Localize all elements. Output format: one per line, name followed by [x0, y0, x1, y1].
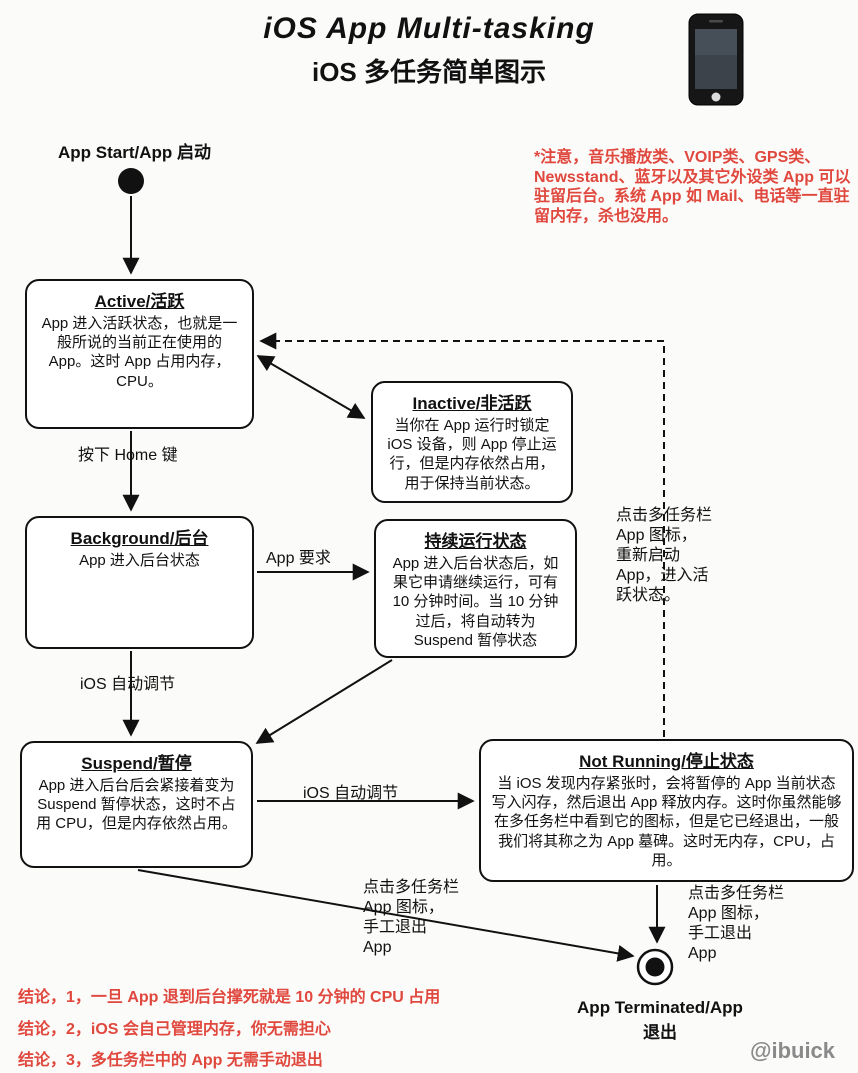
edge-active-inactive: [256, 355, 366, 419]
state-box-suspend: Suspend/暂停 App 进入后台后会紧接着变为 Suspend 暂停状态，…: [20, 741, 253, 868]
edge-notrunning-to-active-dashed: [259, 332, 665, 737]
state-body-suspend: App 进入后台后会紧接着变为 Suspend 暂停状态，这时不占用 CPU，但…: [36, 777, 237, 833]
edge-suspend-to-terminated: [137, 869, 635, 962]
conclusion-2: 结论，2，iOS 会自己管理内存，你无需担心: [18, 1021, 331, 1038]
state-box-not-running: Not Running/停止状态 当 iOS 发现内存紧张时，会将暂停的 App…: [479, 739, 854, 882]
iphone-icon: [688, 13, 744, 106]
state-body-not-running: 当 iOS 发现内存紧张时，会将暂停的 App 当前状态写入闪存，然后退出 Ap…: [491, 775, 842, 869]
edge-label-manual-quit-1: 点击多任务栏 App 图标， 手工退出 App: [363, 879, 460, 956]
state-body-continuous-running: App 进入后台状态后，如果它申请继续运行，可有 10 分钟时间。当 10 分钟…: [392, 555, 559, 649]
start-node-circle: [118, 168, 144, 194]
conclusion-3: 结论，3，多任务栏中的 App 无需手动退出: [18, 1052, 323, 1069]
state-box-inactive: Inactive/非活跃 当你在 App 运行时锁定 iOS 设备，则 App …: [371, 381, 573, 503]
state-title-not-running: Not Running/停止状态: [579, 752, 754, 771]
diagram-title: iOS App Multi-tasking: [263, 12, 595, 45]
edge-label-press-home: 按下 Home 键: [78, 447, 178, 464]
side-note: *注意，音乐播放类、VOIP类、GPS类、Newsstand、蓝牙以及其它外设类…: [534, 149, 851, 225]
terminated-node-label: App Terminated/App 退出: [577, 998, 743, 1042]
conclusion-1: 结论，1，一旦 App 退到后台撑死就是 10 分钟的 CPU 占用: [18, 989, 441, 1006]
state-box-active: Active/活跃 App 进入活跃状态，也就是一般所说的当前正在使用的 App…: [25, 279, 254, 429]
state-title-suspend: Suspend/暂停: [81, 754, 192, 773]
state-body-background: App 进入后台状态: [79, 552, 200, 569]
state-body-inactive: 当你在 App 运行时锁定 iOS 设备，则 App 停止运行，但是内存依然占用…: [387, 417, 557, 492]
edge-label-app-request: App 要求: [266, 550, 331, 567]
edge-continuous-to-suspend: [255, 659, 393, 744]
diagram-subtitle: iOS 多任务简单图示: [311, 57, 546, 87]
watermark: @ibuick: [750, 1038, 836, 1063]
state-title-active: Active/活跃: [94, 292, 185, 311]
state-title-inactive: Inactive/非活跃: [412, 394, 532, 413]
edge-label-ios-auto-2: iOS 自动调节: [303, 785, 399, 802]
state-box-continuous-running: 持续运行状态 App 进入后台状态后，如果它申请继续运行，可有 10 分钟时间。…: [374, 519, 577, 658]
state-box-background: Background/后台 App 进入后台状态: [25, 516, 254, 649]
terminated-node-inner-circle: [645, 957, 665, 977]
edge-label-ios-auto-1: iOS 自动调节: [80, 676, 176, 693]
edge-label-relaunch: 点击多任务栏 App 图标， 重新启动 App，进入活 跃状态。: [616, 507, 713, 604]
edge-label-manual-quit-2: 点击多任务栏 App 图标， 手工退出 App: [688, 885, 785, 962]
state-body-active: App 进入活跃状态，也就是一般所说的当前正在使用的 App。这时 App 占用…: [41, 315, 238, 390]
state-title-background: Background/后台: [70, 529, 209, 548]
start-node-label: App Start/App 启动: [58, 143, 211, 162]
state-title-continuous-running: 持续运行状态: [424, 532, 527, 551]
